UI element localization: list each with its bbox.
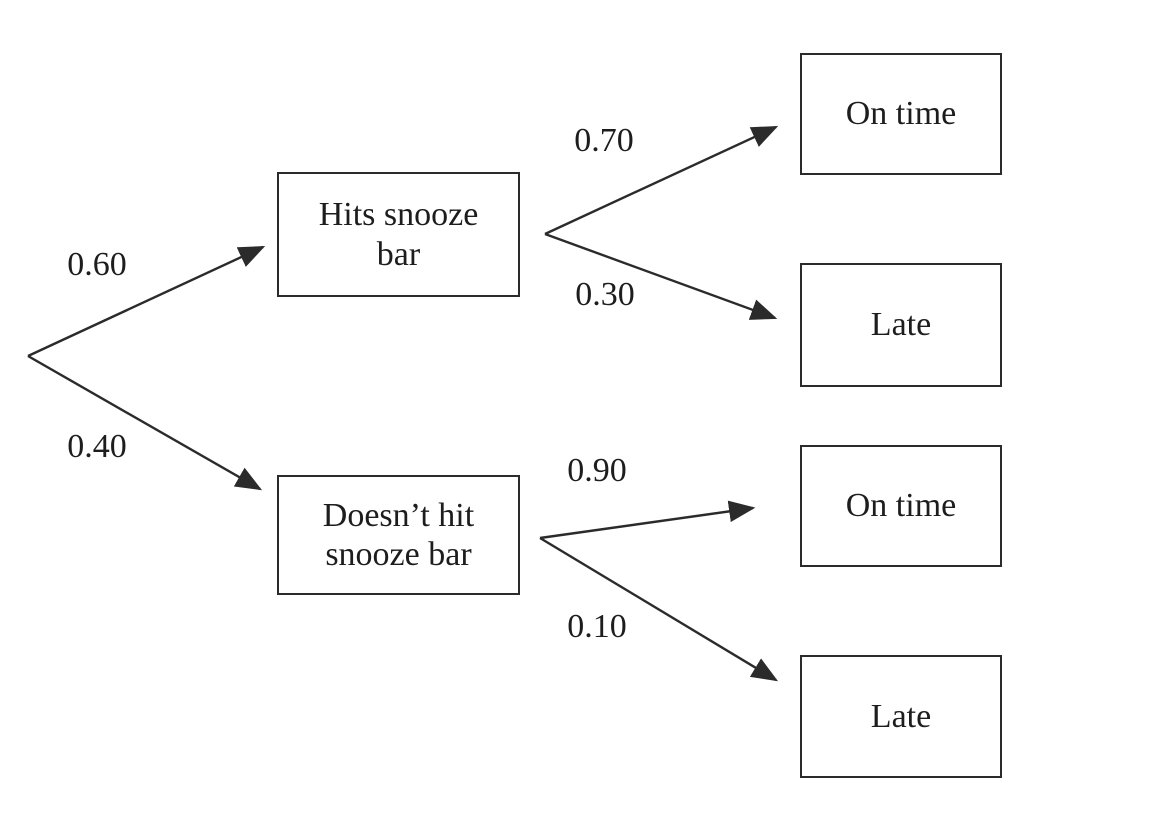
node-label-line: bar <box>376 235 421 273</box>
branch-line-root-to-hits <box>27 245 266 358</box>
outcome-doesnt-hit-on-time: On time <box>800 445 1002 567</box>
node-hits-snooze-bar: Hits snooze bar <box>277 172 520 297</box>
outcome-hits-late: Late <box>800 263 1002 387</box>
outcome-label: Late <box>870 697 932 735</box>
branch-line-doesnt-hit-to-late <box>539 536 779 682</box>
outcome-label: On time <box>845 487 957 525</box>
outcome-doesnt-hit-late: Late <box>800 655 1002 778</box>
node-doesnt-hit-snooze-bar: Doesn’t hit snooze bar <box>277 475 520 595</box>
branch-line-hits-to-late <box>544 232 778 320</box>
branch-line-root-to-doesnt-hit <box>27 354 263 491</box>
node-label-line: Hits snooze <box>318 196 479 234</box>
outcome-label: Late <box>870 306 932 344</box>
node-label-line: Doesn’t hit <box>322 496 475 534</box>
probability-label-0-10: 0.10 <box>567 608 627 645</box>
node-label-line: snooze bar <box>325 536 472 573</box>
outcome-hits-on-time: On time <box>800 53 1002 175</box>
probability-label-0-70: 0.70 <box>574 122 634 159</box>
probability-label-0-30: 0.30 <box>575 276 635 313</box>
probability-label-0-40: 0.40 <box>67 428 127 465</box>
probability-label-0-90: 0.90 <box>567 452 627 489</box>
branch-line-doesnt-hit-to-on-time <box>539 500 756 540</box>
outcome-label: On time <box>845 95 957 133</box>
branch-line-hits-to-on-time <box>544 125 779 236</box>
probability-label-0-60: 0.60 <box>67 246 127 283</box>
